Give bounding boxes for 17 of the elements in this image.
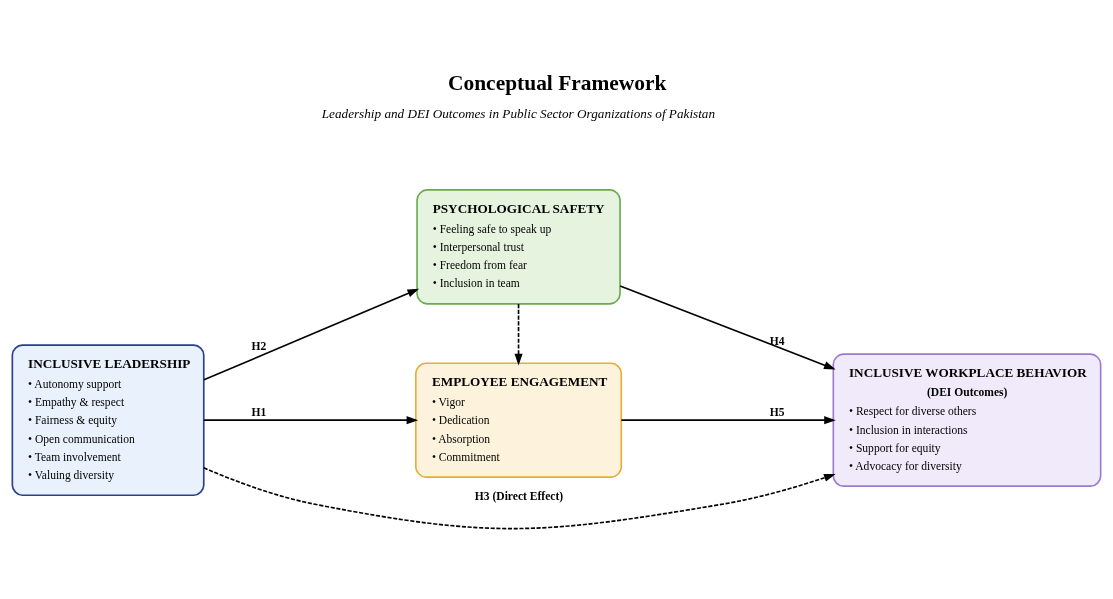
node-box: INCLUSIVE WORKPLACE BEHAVIOR (DEI Outcomes) • Respect for diverse others • Inclusion in interactions • Support for equity • Advocacy for diversity (832, 353, 1102, 487)
node-box: INCLUSIVE LEADERSHIP • Autonomy support • Empathy & respect • Fairness & equity • Open communication • Team involvement • Valuing diversity (11, 344, 205, 497)
node-box: PSYCHOLOGICAL SAFETY • Feeling safe to speak up • Interpersonal trust • Freedom from fear • Inclusion in team (416, 189, 621, 305)
arrow (203, 467, 836, 530)
edge-label: H4 (769, 335, 785, 348)
node-box: EMPLOYEE ENGAGEMENT • Vigor • Dedication • Absorption • Commitment (415, 362, 623, 478)
arrow (619, 285, 836, 370)
arrow (203, 288, 420, 381)
diagram-title: Conceptual Framework (448, 70, 667, 95)
arrow (620, 416, 836, 425)
edge-label: H1 (251, 406, 267, 419)
label: Leadership and DEI Outcomes in Public Sector Organizations of Pakistan (321, 105, 716, 121)
edge-label: H3 (Direct Effect) (474, 490, 564, 503)
edge-label: H2 (251, 340, 267, 353)
arrow (514, 303, 523, 366)
arrow (203, 416, 419, 425)
edge-label: H5 (769, 406, 785, 419)
